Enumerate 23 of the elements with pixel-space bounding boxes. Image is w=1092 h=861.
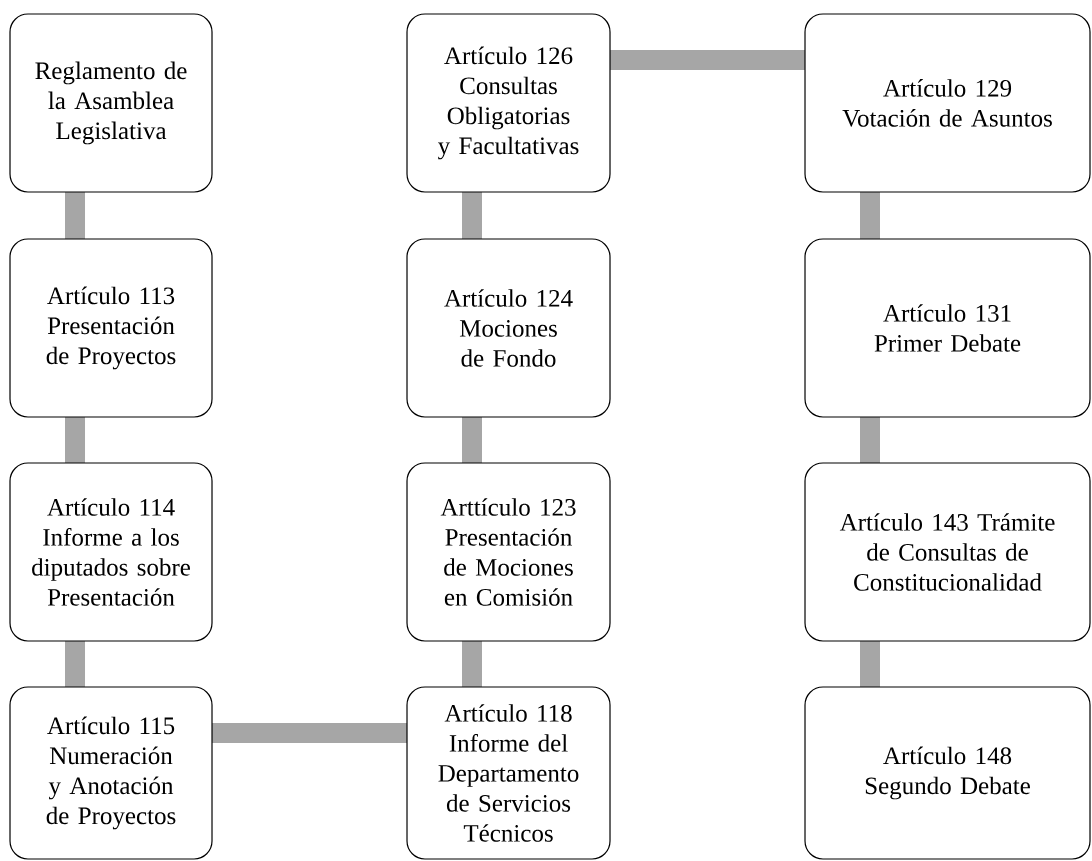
process-box: Arttículo 123 Presentación de Mociones en Comisión [406, 462, 611, 642]
connector-bar [65, 417, 85, 463]
process-box: Artículo 126 Consultas Obligatorias y Facultativas [406, 13, 611, 193]
connector-bar [860, 417, 880, 463]
connector-bar [462, 192, 482, 239]
process-box: Artículo 129 Votación de Asuntos [804, 13, 1091, 193]
connector-bar [860, 192, 880, 239]
connector-bar [212, 723, 407, 743]
process-box: Artículo 115 Numeración y Anotación de Proyectos [9, 686, 213, 860]
process-box: Reglamento de la Asamblea Legislativa [9, 13, 213, 193]
connector-bar [462, 641, 482, 687]
process-box: Artículo 118 Informe del Departamento de Servicios Técnicos [406, 686, 611, 860]
process-box: Artículo 131 Primer Debate [804, 238, 1091, 418]
connector-bar [65, 192, 85, 239]
connector-bar [610, 50, 805, 70]
connector-bar [860, 641, 880, 687]
process-box: Artículo 148 Segundo Debate [804, 686, 1091, 860]
process-box: Artículo 143 Trámite de Consultas de Constitucionalidad [804, 462, 1091, 642]
process-box: Artículo 114 Informe a los diputados sobre Presentación [9, 462, 213, 642]
connector-bar [462, 417, 482, 463]
process-box: Artículo 124 Mociones de Fondo [406, 238, 611, 418]
connector-bar [65, 641, 85, 687]
process-box: Artículo 113 Presentación de Proyectos [9, 238, 213, 418]
